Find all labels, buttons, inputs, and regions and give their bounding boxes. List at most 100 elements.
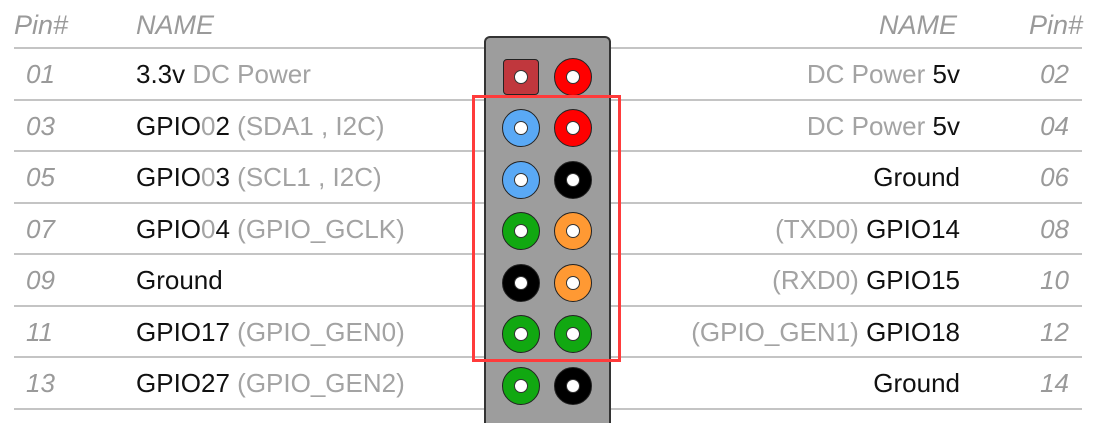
name-part: 0 — [201, 162, 216, 192]
name-part: GPIO — [136, 110, 202, 141]
pin-08-uart-icon — [554, 212, 592, 251]
name-part: (TXD0) — [775, 213, 867, 244]
name-part: 2 — [215, 110, 230, 141]
left-pin-name: 3.3v DC Power — [136, 59, 311, 90]
row-divider — [611, 356, 1082, 358]
row-divider — [611, 304, 1082, 307]
left-pin-name: GPIO17 (GPIO_GEN0) — [136, 317, 405, 348]
right-pin-number: 12 — [1040, 316, 1069, 347]
row-divider — [14, 150, 484, 152]
pin-row: 13 GPIO27 (GPIO_GEN2) Ground 14 — [0, 358, 1097, 409]
header-left-name: NAME — [136, 10, 215, 40]
pin-01-power-3v3-icon — [503, 58, 539, 95]
right-pin-number: 02 — [1040, 59, 1069, 89]
left-pin-name: GPIO27 (GPIO_GEN2) — [136, 368, 405, 399]
right-pin-number: 14 — [1040, 368, 1069, 398]
right-pin-number: 10 — [1040, 265, 1069, 295]
name-part: Ground — [873, 368, 960, 398]
right-pin-name: (RXD0) GPIO15 — [772, 265, 960, 296]
name-part: GPIO27 — [136, 368, 230, 398]
pin-06-ground-icon — [554, 160, 592, 199]
row-divider — [611, 201, 1082, 204]
pin-row: 11 GPIO17 (GPIO_GEN0) (GPIO_GEN1) GPIO18 12 — [0, 307, 1097, 358]
left-pin-number: 05 — [26, 162, 55, 192]
name-part: 5v — [932, 110, 960, 141]
row-divider — [611, 150, 1082, 152]
pin-row: 05 GPIO03 (SCL1 , I2C) Ground 06 — [0, 152, 1097, 203]
name-part: 0 — [201, 110, 216, 141]
right-pin-name: DC Power 5v — [807, 111, 960, 142]
left-pin-number: 01 — [26, 59, 55, 89]
name-part: GPIO — [136, 213, 202, 244]
name-part: DC Power — [185, 59, 311, 89]
left-pin-name: GPIO04 (GPIO_GCLK) — [136, 214, 405, 245]
pin-12-gpio-icon — [554, 315, 592, 354]
name-part: GPIO — [136, 162, 202, 192]
name-part: 3.3v — [136, 59, 186, 89]
name-part: GPIO14 — [866, 213, 960, 244]
name-part: DC Power — [806, 59, 933, 89]
name-part: (SCL1 , I2C) — [229, 162, 382, 192]
pin-11-gpio-icon — [502, 315, 540, 354]
header-right-name: NAME — [878, 10, 957, 40]
row-divider — [14, 407, 484, 410]
name-part: (GPIO_GEN1) — [691, 316, 867, 347]
row-divider — [14, 356, 484, 358]
name-part: Ground — [873, 162, 960, 192]
pin-05-i2c-icon — [502, 160, 540, 199]
row-divider — [14, 201, 484, 204]
pin-row: 03 GPIO02 (SDA1 , I2C) DC Power 5v 04 — [0, 101, 1097, 152]
name-part: Ground — [136, 265, 223, 295]
name-part: 4 — [215, 213, 230, 244]
left-pin-number: 13 — [26, 368, 55, 398]
row-divider — [611, 253, 1082, 255]
pin-09-ground-icon — [502, 263, 540, 302]
name-part: (SDA1 , I2C) — [229, 110, 385, 141]
left-pin-number: 03 — [26, 110, 55, 141]
pin-14-ground-icon — [554, 366, 592, 405]
pin-02-power-5v-icon — [554, 57, 592, 96]
name-part: 5v — [932, 59, 960, 89]
row-divider — [611, 407, 1082, 410]
right-pin-number: 08 — [1040, 213, 1069, 244]
row-divider — [611, 98, 1082, 101]
pin-13-gpio-icon — [502, 366, 540, 405]
right-pin-number: 06 — [1040, 162, 1069, 192]
row-divider — [14, 304, 484, 307]
name-part: 0 — [201, 213, 216, 244]
header-right-pin: Pin# — [1028, 10, 1083, 40]
name-part: (GPIO_GEN2) — [229, 368, 405, 398]
left-pin-name: GPIO03 (SCL1 , I2C) — [136, 162, 382, 193]
right-pin-name: (TXD0) GPIO14 — [775, 214, 960, 245]
name-part: DC Power — [806, 110, 933, 141]
right-pin-name: DC Power 5v — [807, 59, 960, 90]
name-part: GPIO17 — [136, 316, 230, 347]
name-part: GPIO15 — [866, 265, 960, 295]
name-part: (GPIO_GEN0) — [229, 316, 405, 347]
left-pin-number: 07 — [26, 213, 55, 244]
pin-04-power-5v-icon — [554, 109, 592, 148]
right-pin-name: (GPIO_GEN1) GPIO18 — [691, 317, 960, 348]
pin-row: 09 Ground (RXD0) GPIO15 10 — [0, 255, 1097, 306]
name-part: (RXD0) — [772, 265, 867, 295]
gpio-header-board — [484, 36, 611, 423]
pin-row: 07 GPIO04 (GPIO_GCLK) (TXD0) GPIO14 08 — [0, 204, 1097, 255]
name-part: GPIO18 — [866, 316, 960, 347]
name-part: 3 — [215, 162, 230, 192]
left-pin-name: GPIO02 (SDA1 , I2C) — [136, 111, 385, 142]
highlight-box — [472, 95, 621, 362]
pin-07-gpio-icon — [502, 212, 540, 251]
left-pin-name: Ground — [136, 265, 223, 296]
pin-03-i2c-icon — [502, 109, 540, 148]
right-pin-name: Ground — [873, 368, 960, 399]
right-pin-name: Ground — [873, 162, 960, 193]
left-pin-number: 09 — [26, 265, 55, 295]
row-divider — [14, 98, 484, 101]
right-pin-number: 04 — [1040, 110, 1069, 141]
pin-10-uart-icon — [554, 263, 592, 302]
header-left-pin: Pin# — [14, 10, 69, 40]
name-part: (GPIO_GCLK) — [229, 213, 405, 244]
row-divider — [14, 253, 484, 255]
left-pin-number: 11 — [26, 316, 53, 347]
